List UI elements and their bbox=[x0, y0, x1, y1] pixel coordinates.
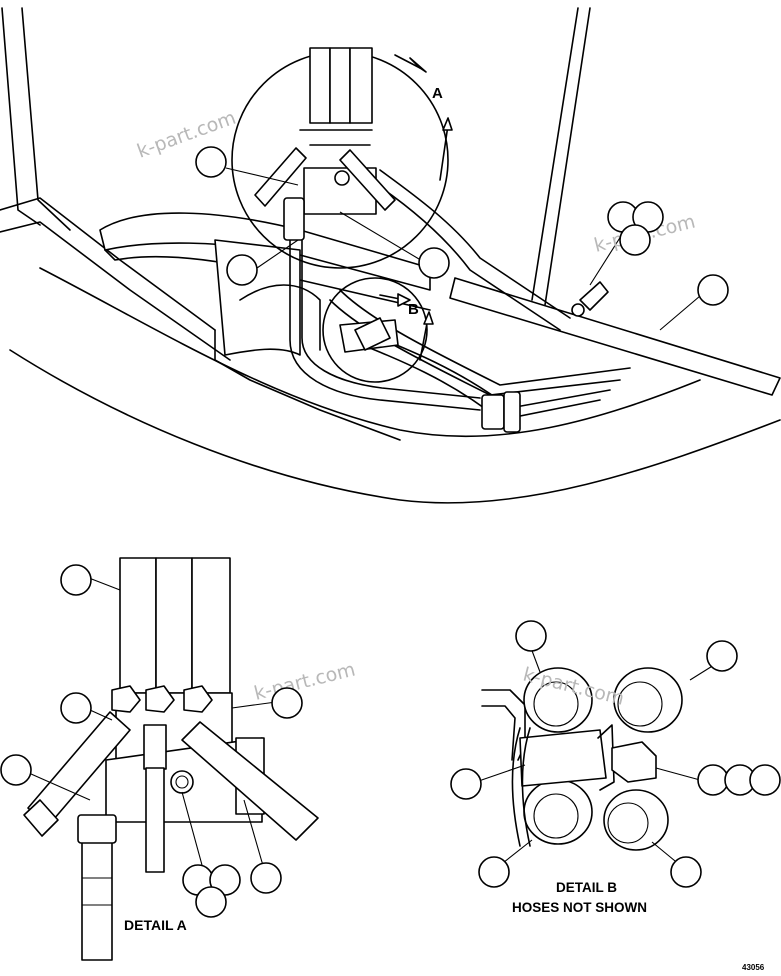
callout-bubbles bbox=[0, 146, 781, 918]
callout-bubble bbox=[60, 692, 92, 724]
callout-bubble bbox=[749, 764, 781, 796]
detail-a-view: DETAIL A bbox=[21, 557, 319, 961]
callout-bubble bbox=[706, 640, 738, 672]
callout-bubble bbox=[60, 564, 92, 596]
callout-bubble bbox=[195, 886, 227, 918]
callout-bubble bbox=[697, 764, 729, 796]
callout-bubble bbox=[418, 247, 450, 279]
callout-bubble bbox=[271, 687, 303, 719]
detail-b-view: DETAIL B HOSES NOT SHOWN bbox=[469, 647, 723, 915]
detail-a-label: DETAIL A bbox=[124, 917, 187, 933]
callout-bubble bbox=[450, 768, 482, 800]
callout-bubble bbox=[670, 856, 702, 888]
callout-bubble bbox=[195, 146, 227, 178]
callout-bubble bbox=[250, 862, 282, 894]
watermark: k-part.com bbox=[252, 658, 358, 704]
view-a-label: A bbox=[432, 85, 443, 102]
callout-bubble bbox=[478, 856, 510, 888]
callout-bubble bbox=[0, 754, 32, 786]
drawing-number: 43056 bbox=[742, 963, 765, 972]
main-view: A B bbox=[0, 7, 781, 504]
detail-b-circle bbox=[322, 277, 428, 383]
callout-bubble bbox=[226, 254, 258, 286]
detail-b-subtitle: HOSES NOT SHOWN bbox=[512, 900, 647, 915]
detail-b-title: DETAIL B bbox=[556, 880, 617, 895]
hose-clamp-group bbox=[511, 667, 683, 851]
callout-bubble bbox=[619, 224, 651, 256]
callout-bubble bbox=[515, 620, 547, 652]
callout-bubble bbox=[697, 274, 729, 306]
view-b-label: B bbox=[408, 301, 419, 318]
